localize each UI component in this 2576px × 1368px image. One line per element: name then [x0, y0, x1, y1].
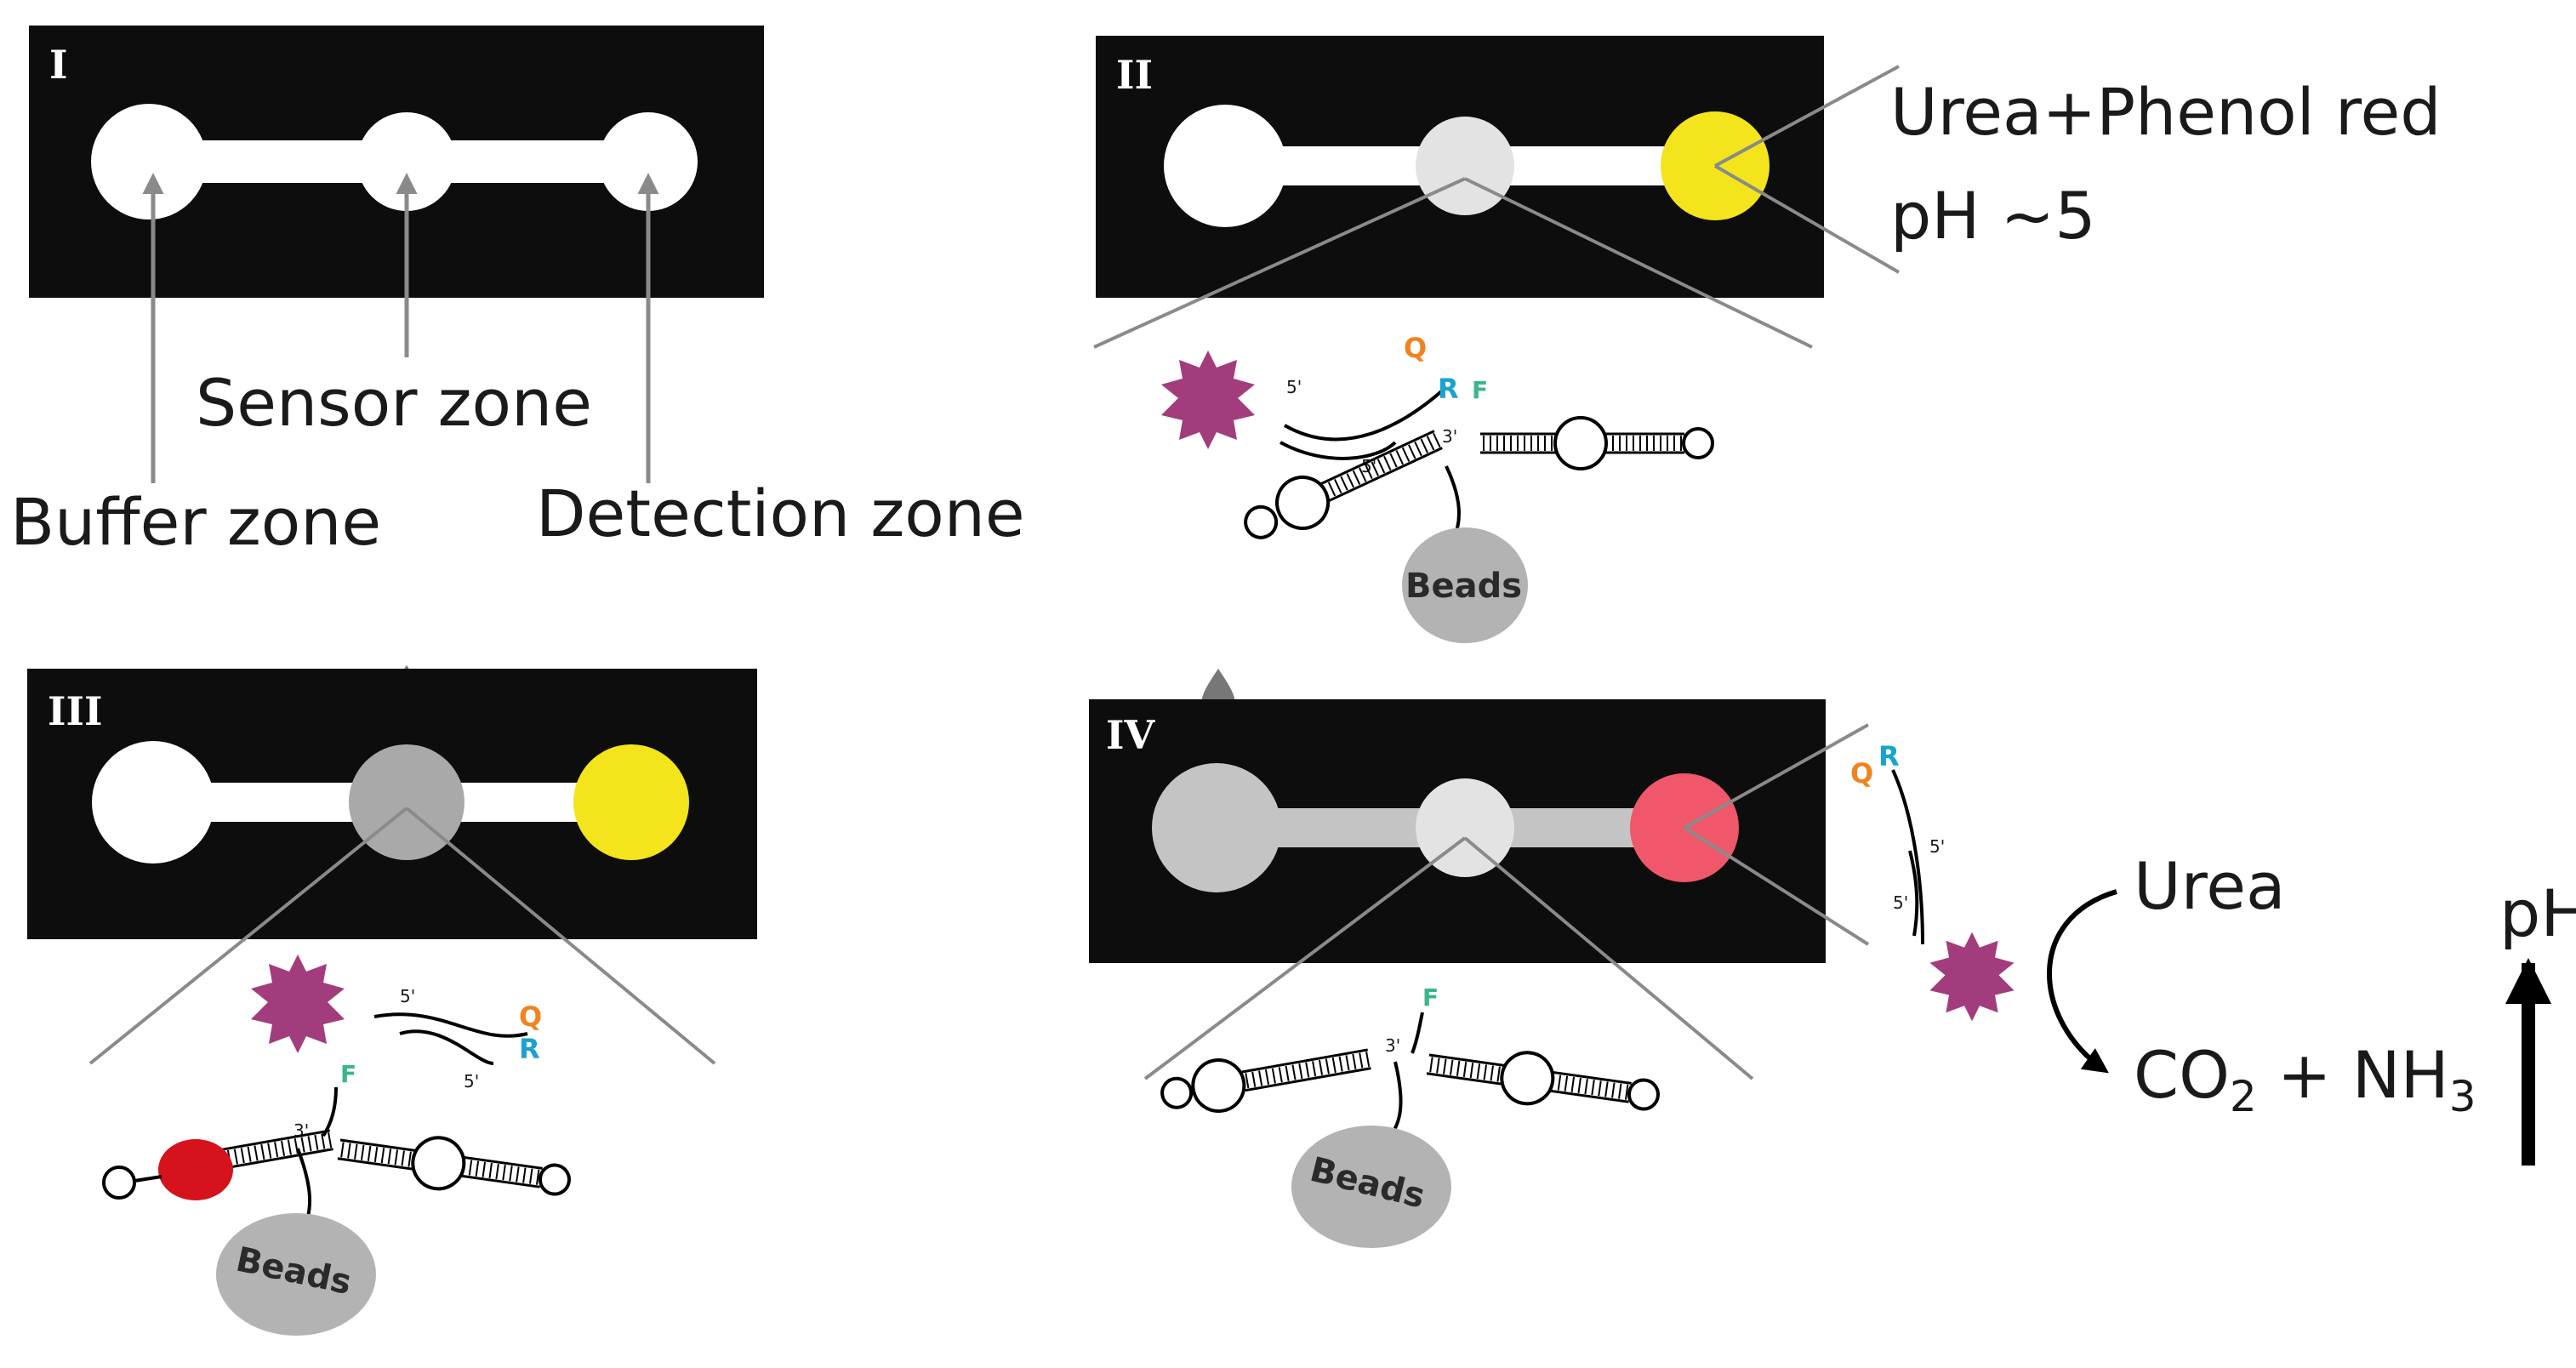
detection-zone-label: Detection zone: [536, 476, 1025, 551]
fluor-4: F: [1422, 983, 1439, 1012]
three-prime-4: 3': [1385, 1035, 1400, 1056]
aptamer-hairpin-3: [333, 1122, 574, 1209]
detection-zone-1: [599, 112, 698, 211]
numeral-1: I: [49, 42, 68, 88]
sensor-zone-1: [357, 112, 456, 211]
five-prime-4b: 5': [1893, 892, 1908, 913]
aptamer-hairpin-4: [1422, 1037, 1663, 1124]
urea-label: Urea: [2134, 848, 2286, 924]
fluor-3: F: [340, 1060, 356, 1088]
ph-callout-line: [1713, 164, 1901, 274]
zoom-line-right-2: [1464, 177, 1813, 349]
zoom-line-left-4: [1143, 836, 1467, 1080]
co2-base: CO: [2134, 1037, 2230, 1113]
panel-4: IV Q R 5' 5' Urea CO2 + NH3 pH F 3': [1089, 669, 2576, 1248]
reporter-2: R: [1438, 373, 1459, 405]
reagent-label: Urea+Phenol red: [1890, 74, 2441, 150]
aptamer-stem-2: [1244, 430, 1443, 539]
fluor-linker-3: [322, 1086, 338, 1137]
detection-zone-3: [573, 744, 689, 860]
quencher-3: Q: [519, 1000, 542, 1033]
fluor-linker-4: [1411, 1012, 1424, 1054]
aptamer-hairpin-2: [1479, 416, 1714, 470]
beads-label-2: Beads: [1405, 567, 1522, 606]
reagent-callout-line: [1714, 65, 1900, 168]
enzyme-2: [1161, 351, 1255, 449]
ph-label: pH ~5: [1890, 178, 2096, 254]
enzyme-3: [251, 955, 345, 1053]
sensor-zone-label: Sensor zone: [196, 365, 592, 441]
dna-strand-3: [373, 1012, 528, 1038]
five-prime-3a: 5': [400, 986, 415, 1006]
ph-up-arrowhead: [2505, 958, 2551, 1004]
numeral-2: II: [1116, 52, 1153, 98]
zoom-line-right-4: [1463, 836, 1754, 1080]
dna-strand-4: [1891, 769, 1924, 945]
bead-2: [1402, 527, 1528, 643]
three-prime-2: 3': [1442, 426, 1457, 447]
sensor-zone-4: [1416, 778, 1514, 877]
buffer-zone-3: [92, 741, 214, 864]
fluor-2: F: [1472, 376, 1488, 404]
five-prime-4a: 5': [1929, 836, 1945, 857]
zoom-line-right-3: [405, 807, 716, 1065]
quencher-4: Q: [1850, 757, 1873, 789]
numeral-3: III: [48, 688, 103, 734]
buffer-zone-4: [1152, 763, 1281, 892]
hairpin-loop-3: [102, 1166, 136, 1200]
dna-complement-4: [1908, 850, 1919, 937]
reporter-3: R: [519, 1033, 540, 1065]
callout-line-b-4: [1683, 826, 1870, 946]
products-label: CO2 + NH3: [2134, 1037, 2476, 1121]
bead-3: [216, 1213, 376, 1336]
ph-up-label: pH: [2499, 875, 2576, 951]
stem-3-cap: [134, 1175, 162, 1183]
dna-complement-2: [1279, 441, 1397, 460]
buffer-zone-1: [91, 104, 207, 219]
co2-sub: 2: [2230, 1072, 2257, 1121]
panel-2: II Urea+Phenol red pH ~5 5' 5' Q R F 3' …: [1093, 36, 2441, 643]
nh3-base: + NH: [2257, 1037, 2449, 1113]
target-bound-3: [158, 1139, 233, 1200]
five-prime-3b: 5': [464, 1071, 479, 1092]
callout-line-a-4: [1684, 723, 1869, 829]
dna-strand-2: [1284, 385, 1448, 442]
buffer-zone-2: [1164, 105, 1286, 227]
buffer-zone-label: Buffer zone: [10, 484, 381, 560]
dna-complement-3: [399, 1029, 494, 1065]
zoom-line-left-3: [88, 807, 408, 1065]
nh3-sub: 3: [2449, 1072, 2476, 1121]
bead-4: [1291, 1126, 1451, 1248]
quencher-2: Q: [1404, 332, 1427, 364]
numeral-4: IV: [1106, 712, 1156, 758]
zoom-line-left-2: [1093, 177, 1466, 349]
enzyme-4: [1929, 932, 2015, 1022]
reaction-arrow: [2047, 889, 2117, 1074]
aptamer-stem-4: [1160, 1048, 1371, 1114]
reporter-4: R: [1878, 740, 1900, 772]
panel-3: III 5' 5' Q R F 3' Beads: [27, 665, 757, 1336]
five-prime-2a: 5': [1286, 377, 1302, 397]
sensor-zone-2: [1416, 117, 1514, 215]
panel-1: I Sensor zone Buffer zone Detection zone: [10, 26, 1025, 560]
